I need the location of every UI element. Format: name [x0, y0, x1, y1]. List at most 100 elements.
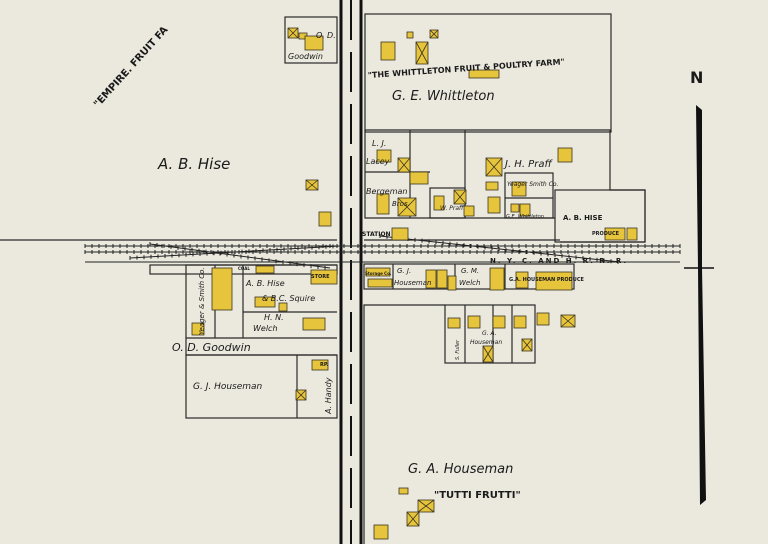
- building: [391, 227, 409, 241]
- building: [535, 271, 573, 291]
- barn-building: [417, 499, 435, 513]
- building: [604, 227, 626, 241]
- label-ga-houseman-south: G. A. Houseman: [408, 462, 513, 477]
- label-yeager-smith-north: Yeager Smith Co.: [507, 181, 558, 188]
- building: [468, 69, 500, 79]
- label-a-handy: A. Handy: [324, 377, 333, 415]
- building: [626, 227, 638, 241]
- barn-building: [485, 157, 503, 177]
- label-houseman-rr: Houseman: [394, 279, 431, 287]
- building: [318, 211, 332, 227]
- label-ge-whittleton: G. E. Whittleton: [392, 89, 495, 104]
- barn-building: [397, 197, 417, 217]
- building: [463, 205, 475, 217]
- label-ga-houseman-mid: Houseman: [470, 339, 502, 346]
- barn-building: [295, 389, 307, 401]
- label-gm-welch: Welch: [459, 279, 480, 287]
- building: [447, 317, 461, 329]
- rail-track: [379, 235, 621, 263]
- label-gm: G. M.: [461, 267, 479, 275]
- barn-building: [560, 314, 576, 328]
- railroad-tracks: [84, 234, 681, 270]
- building: [365, 267, 391, 277]
- building: [513, 315, 527, 329]
- label-ab-hise-caps: A. B. HISE: [563, 214, 603, 222]
- building: [433, 195, 445, 211]
- main-road: [339, 0, 363, 544]
- building: [519, 203, 531, 217]
- building: [376, 149, 392, 163]
- north-arrow: N: [684, 68, 714, 505]
- label-bros: Bros.: [392, 200, 410, 208]
- label-store: STORE: [311, 274, 330, 280]
- label-w-praff: W. Praff: [440, 205, 464, 212]
- building: [510, 203, 520, 213]
- building: [191, 322, 205, 336]
- label-gj-houseman-west: G. J. Houseman: [193, 382, 263, 392]
- building: [436, 269, 448, 289]
- building: [211, 267, 233, 311]
- building: [398, 487, 409, 495]
- label-ga-houseman-produce: G.A. HOUSEMAN PRODUCE: [509, 277, 585, 283]
- label-ge-whittleton-small: G.E. Whittleton: [506, 214, 544, 220]
- building: [367, 278, 393, 288]
- label-tutti-frutti: "TUTTI FRUTTI": [434, 490, 521, 501]
- building: [489, 267, 505, 291]
- building: [447, 275, 457, 291]
- label-lacey: Lacey: [366, 157, 390, 166]
- building: [255, 265, 275, 274]
- building: [536, 312, 550, 326]
- label-bc-squire: & B.C. Squire: [262, 294, 315, 303]
- barn-building: [429, 29, 439, 39]
- building: [373, 524, 389, 540]
- barn-building: [406, 511, 420, 527]
- label-od-goodwin: O. D. Goodwin: [172, 341, 251, 354]
- building: [302, 317, 326, 331]
- label-station: STATION: [362, 231, 391, 238]
- label-od-initials: O. D.: [316, 31, 336, 40]
- label-welch-hn: Welch: [253, 324, 278, 333]
- building: [492, 315, 506, 329]
- buildings: [191, 27, 638, 540]
- building: [380, 41, 396, 61]
- label-ab-hise-west: A. B. Hise: [157, 155, 230, 173]
- building: [485, 181, 499, 191]
- label-s-fuller: S. Fuller: [455, 339, 461, 360]
- label-lj: L. J.: [372, 139, 386, 148]
- label-railroad: N. Y. C. AND H. R. R. R.: [490, 257, 628, 265]
- building: [406, 31, 414, 39]
- barn-building: [305, 179, 319, 191]
- building: [409, 171, 429, 185]
- label-bergeman: Bergeman: [366, 187, 407, 196]
- barn-building: [397, 157, 411, 173]
- building: [511, 181, 527, 197]
- barn-building: [482, 345, 494, 363]
- building: [515, 271, 529, 289]
- label-handy-bldg: RP.: [320, 362, 329, 368]
- barn-building: [415, 41, 429, 65]
- barn-building: [287, 27, 299, 39]
- label-ab-hise-south: A. B. Hise: [245, 279, 285, 288]
- barn-building: [453, 189, 467, 205]
- label-gj: G. J.: [397, 267, 411, 275]
- label-storage-co: Storage Co.: [365, 271, 392, 276]
- rail-track: [149, 243, 331, 269]
- label-od-goodwin-top: Goodwin: [288, 52, 323, 61]
- building: [467, 315, 481, 329]
- building: [278, 302, 288, 312]
- building: [376, 193, 390, 215]
- barn-building: [521, 338, 533, 352]
- building: [310, 269, 338, 285]
- building: [254, 296, 276, 308]
- building: [304, 35, 324, 51]
- building: [311, 359, 329, 371]
- label-jh-praff: J. H. Praff: [503, 159, 553, 170]
- label-ga: G. A.: [482, 330, 497, 337]
- building: [425, 269, 437, 289]
- label-hn: H. N.: [264, 313, 284, 322]
- label-coal: COAL: [238, 266, 250, 271]
- building: [487, 196, 501, 214]
- north-label: N: [690, 68, 703, 87]
- label-produce-east: PRODUCE: [592, 231, 620, 237]
